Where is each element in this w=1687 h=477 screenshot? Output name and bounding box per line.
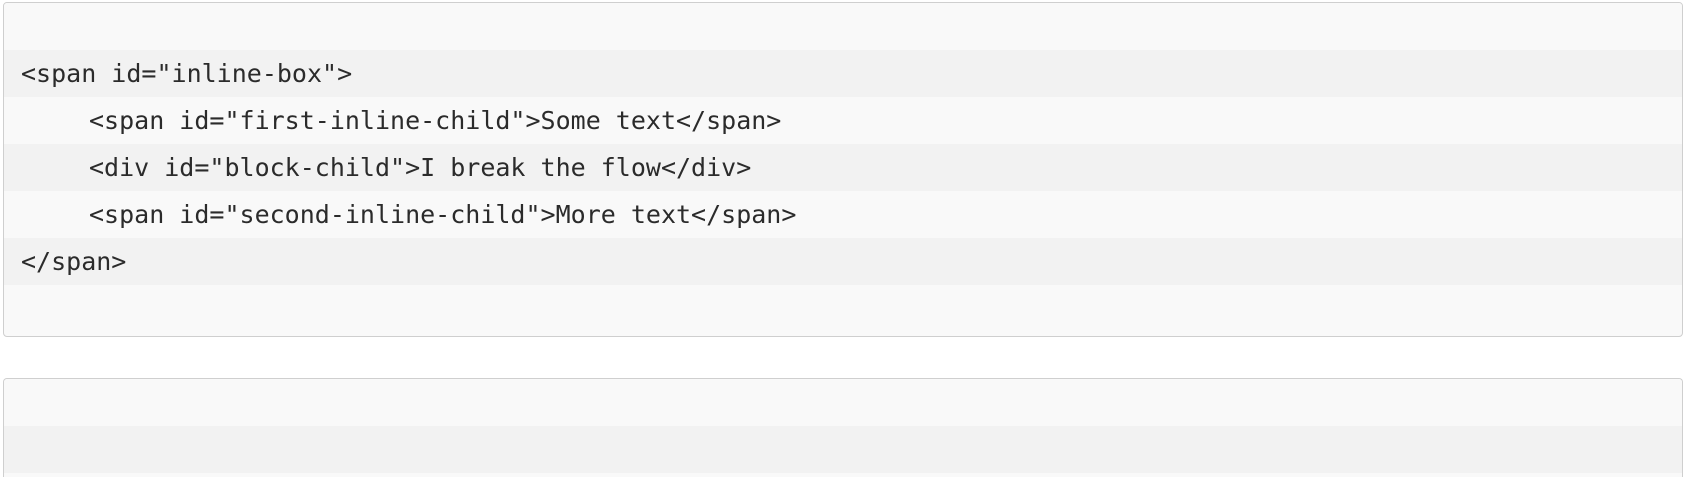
code-line-empty xyxy=(4,379,1682,426)
code-line: <span id="first-inline-child">Some text<… xyxy=(4,97,1682,144)
code-line: <span id="inline-box"> xyxy=(4,50,1682,97)
code-block xyxy=(3,378,1683,477)
code-line-empty xyxy=(4,3,1682,50)
code-line-empty xyxy=(4,426,1682,473)
code-line: <span id="second-inline-child">More text… xyxy=(4,191,1682,238)
code-block: <span id="inline-box"> <span id="first-i… xyxy=(3,2,1683,337)
code-line: </span> xyxy=(4,238,1682,285)
code-line: <div id="block-child">I break the flow</… xyxy=(4,144,1682,191)
code-line-empty xyxy=(4,285,1682,332)
